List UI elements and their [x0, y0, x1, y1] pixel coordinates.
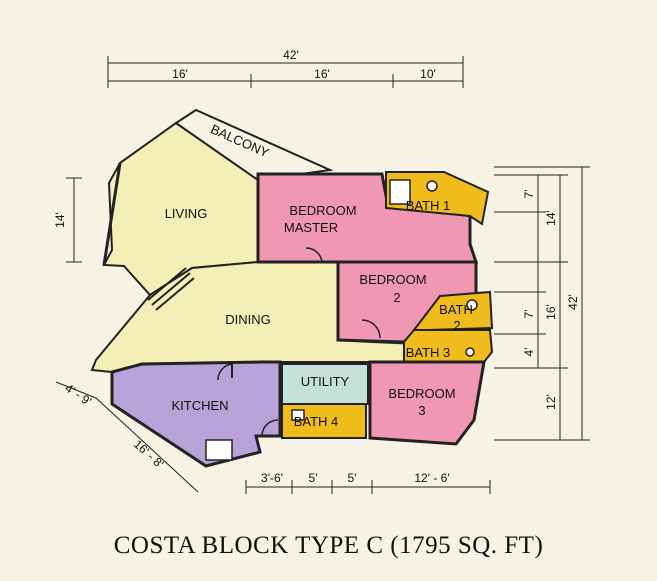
dim-right-a: 7' — [522, 190, 536, 199]
bath-4-label: BATH 4 — [294, 414, 339, 429]
living-label: LIVING — [165, 206, 208, 221]
dim-right-total: 42' — [566, 294, 580, 310]
dim-diag-b: 16' - 8' — [131, 437, 167, 471]
bath-2-label-2: 2 — [453, 318, 460, 333]
dim-bottom-c: 5' — [348, 471, 357, 485]
bedroom-3 — [368, 360, 486, 446]
bedroom-master-label-2: MASTER — [284, 220, 338, 235]
bedroom-3-label-1: BEDROOM — [388, 386, 455, 401]
bath-4 — [281, 403, 367, 439]
bathroom-fixtures — [205, 179, 478, 461]
dim-right-f: 12' — [544, 394, 558, 410]
bedroom-master-label-1: BEDROOM — [289, 203, 356, 218]
dim-bottom-b: 5' — [309, 471, 318, 485]
dim-top-c: 10' — [420, 67, 436, 81]
dim-right-d: 16' — [544, 304, 558, 320]
balcony-area — [174, 108, 334, 182]
bedroom-master — [256, 172, 479, 264]
utility-room — [281, 363, 369, 405]
dim-right-c: 7' — [522, 310, 536, 319]
dim-top-total: 42' — [283, 48, 299, 62]
dim-top-a: 16' — [172, 67, 188, 81]
kitchen-label: KITCHEN — [171, 398, 228, 413]
bath-3-label: BATH 3 — [406, 345, 451, 360]
dim-diag-a: 4' - 9' — [62, 381, 94, 409]
bath-1-label: BATH 1 — [406, 198, 451, 213]
bedroom-3-label-2: 3 — [418, 403, 425, 418]
dining-label: DINING — [225, 312, 271, 327]
dim-bottom-a: 3'-6' — [261, 471, 283, 485]
dim-top-b: 16' — [314, 67, 330, 81]
dim-left-living: 14' — [53, 212, 67, 228]
bath-1 — [385, 171, 490, 226]
dim-right-e: 4' — [522, 348, 536, 357]
dim-right-b: 14' — [544, 210, 558, 226]
kitchen-area — [110, 360, 282, 468]
dimension-labels: 42' 16' 16' 10' 14' 7' 14' 7' 16' 4' 12'… — [53, 48, 580, 485]
bath-2-label-1: BATH — [439, 302, 473, 317]
bedroom-2-label-1: BEDROOM — [359, 272, 426, 287]
dimension-lines — [55, 56, 590, 494]
plan-caption: COSTA BLOCK TYPE C (1795 SQ. FT) — [113, 532, 544, 559]
wall-details — [102, 162, 381, 437]
bedroom-2-label-2: 2 — [393, 290, 400, 305]
utility-label: UTILITY — [301, 374, 350, 389]
dim-bottom-d: 12' - 6' — [414, 471, 449, 485]
